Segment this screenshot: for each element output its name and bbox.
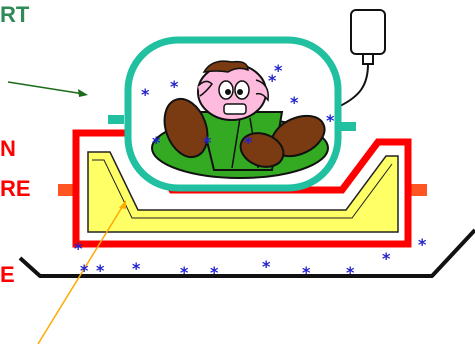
star: * <box>96 261 105 280</box>
star: * <box>74 239 83 258</box>
star: * <box>326 111 335 130</box>
star: * <box>346 263 355 282</box>
star: * <box>170 77 179 96</box>
label-bottom: E <box>0 264 15 286</box>
star: * <box>210 263 219 282</box>
star: * <box>203 133 212 152</box>
label-middle-1: N <box>0 138 16 160</box>
star: * <box>152 133 161 152</box>
right-handle <box>411 184 427 196</box>
label-top: RT <box>0 4 29 26</box>
star: * <box>418 235 427 254</box>
iv-bag-icon <box>340 10 385 106</box>
star: * <box>262 257 271 276</box>
star: * <box>274 61 283 80</box>
left-handle <box>58 184 74 196</box>
label-middle-2: RE <box>0 178 31 200</box>
star: * <box>80 261 89 280</box>
star: * <box>132 259 141 278</box>
green-arrow <box>8 82 88 97</box>
star: * <box>244 133 253 152</box>
star: * <box>382 249 391 268</box>
star: * <box>141 85 150 104</box>
star: * <box>290 93 299 112</box>
star: * <box>302 263 311 282</box>
star: * <box>180 263 189 282</box>
